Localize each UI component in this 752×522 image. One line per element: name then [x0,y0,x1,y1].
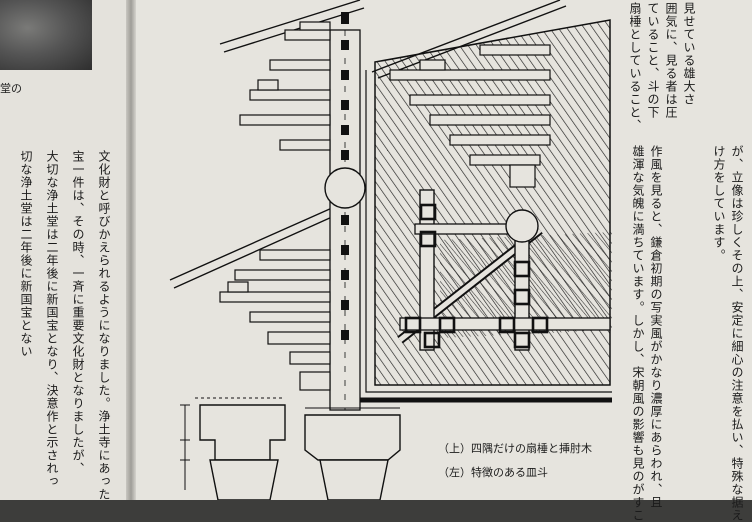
dimension-lines [180,397,400,490]
left-page: 堂の 文化財と呼びかえられるようになりました。浄土寺にあった 宝一件は、その時、… [0,0,132,501]
right-text-column-8: 雄渾な気魄に満ちています。しかし、宋朝風の影響も見のがすこ [631,145,645,522]
left-text-column-2: 宝一件は、その時、一斉に重要文化財となりましたが、 [71,150,85,475]
upper-rafters [169,0,567,289]
right-text-column-1: 見せている雄大さ [682,2,696,106]
hip-bracket [397,189,611,351]
left-text-column-3: 大切な浄土堂は二年後に新国宝となり、決意作と示されっ [45,150,59,488]
right-bracket-arms [389,44,551,188]
left-bracket-arms [219,21,331,391]
caption-top-figure: （上）四隅だけの扇棰と挿肘木 [438,442,592,455]
right-text-column-4: 扇棰としていること、 [628,2,642,132]
right-text-column-5: が、立像は珍しくその上、安定に細心の注意を払い、特殊な据え [730,145,744,522]
right-text-column-6: け方をしています。 [712,145,726,262]
column-blocks [341,12,349,340]
left-text-column-1: 文化財と呼びかえられるようになりました。浄土寺にあった [97,150,111,501]
bracket-squares [404,203,549,349]
dish-bearing-blocks [199,404,401,500]
caption-left-figure: （左）特徴のある皿斗 [438,466,548,479]
book-gutter [126,0,136,500]
left-text-column-4: 切な浄土堂は二年後に新国宝とない [19,150,33,358]
photo-caption: 堂の [0,82,22,95]
right-text-column-3: ていること、斗の下 [646,2,660,119]
photo-fragment [0,0,92,70]
bracket-drawing [169,0,612,500]
right-text-column-2: 囲気に、見る者は圧 [664,2,678,119]
right-text-column-7: 作風を見ると、鎌倉初期の写実風がかなり濃厚にあらわれ、且 [649,145,663,509]
